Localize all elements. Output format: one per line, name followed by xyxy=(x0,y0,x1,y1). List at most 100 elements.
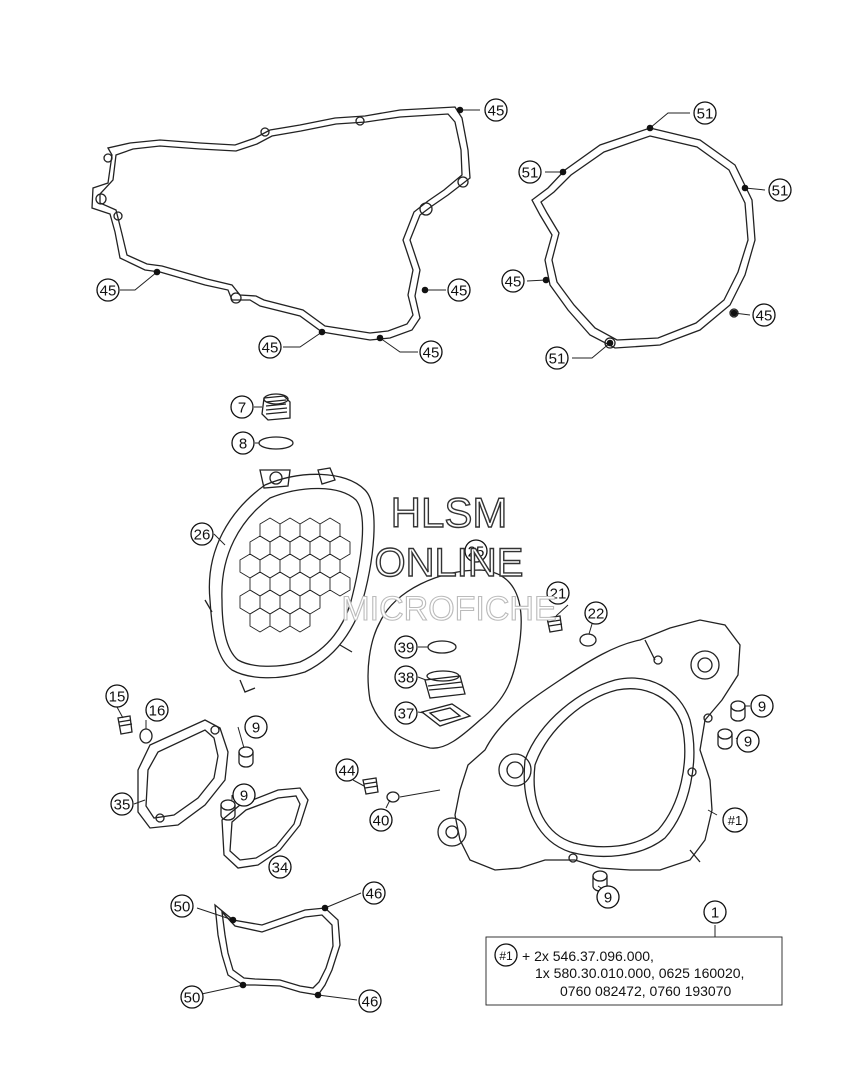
svg-text:9: 9 xyxy=(604,890,612,907)
svg-text:22: 22 xyxy=(588,606,605,623)
o-ring-8 xyxy=(258,436,294,450)
callout-9: 9 xyxy=(232,783,256,807)
callout-ref-1: #1 xyxy=(722,807,748,833)
callout-9: 9 xyxy=(244,715,268,739)
svg-text:9: 9 xyxy=(758,699,766,716)
svg-text:45: 45 xyxy=(262,340,279,357)
callout-9: 9 xyxy=(596,885,620,909)
svg-text:25: 25 xyxy=(468,544,485,561)
svg-text:15: 15 xyxy=(109,689,126,706)
callout-37: 37 xyxy=(394,701,418,725)
svg-text:26: 26 xyxy=(194,527,211,544)
svg-text:46: 46 xyxy=(366,886,383,903)
svg-text:51: 51 xyxy=(772,183,789,200)
note-line-3: 0760 082472, 0760 193070 xyxy=(560,983,731,999)
callout-22: 22 xyxy=(584,601,608,625)
plug-screw-21 xyxy=(546,615,563,633)
svg-text:#1: #1 xyxy=(499,949,513,963)
callout-15: 15 xyxy=(105,684,129,708)
screw-44 xyxy=(362,777,379,795)
svg-text:37: 37 xyxy=(398,706,415,723)
cover-honeycomb-pattern xyxy=(239,517,351,633)
washer-40 xyxy=(386,791,400,803)
note-line-2: 1x 580.30.010.000, 0625 160020, xyxy=(535,965,744,981)
assembly-note: #1 + 2x 546.37.096.000, 1x 580.30.010.00… xyxy=(494,943,744,999)
seal-38 xyxy=(424,670,466,699)
screw-15 xyxy=(117,715,133,735)
callout-45: 45 xyxy=(501,269,525,293)
callout-34: 34 xyxy=(268,855,292,879)
callout-38: 38 xyxy=(394,665,418,689)
svg-text:50: 50 xyxy=(174,899,191,916)
svg-text:44: 44 xyxy=(339,763,356,780)
callout-16: 16 xyxy=(145,698,169,722)
gasket-25-outer-cover xyxy=(367,569,522,749)
svg-text:8: 8 xyxy=(239,436,247,453)
callout-26: 26 xyxy=(190,522,214,546)
svg-text:35: 35 xyxy=(114,797,131,814)
callout-labels: 45 45 45 45 45 51 51 51 45 45 51 7 8 26 … xyxy=(96,98,792,1013)
svg-text:16: 16 xyxy=(149,703,166,720)
svg-text:51: 51 xyxy=(697,106,714,123)
callout-51: 51 xyxy=(518,160,542,184)
callout-dots xyxy=(153,106,749,999)
callout-35: 35 xyxy=(110,792,134,816)
gasket-34-water-pump xyxy=(221,787,309,869)
dowel-pin-9 xyxy=(238,746,254,768)
svg-text:45: 45 xyxy=(488,103,505,120)
svg-text:51: 51 xyxy=(549,351,566,368)
svg-text:45: 45 xyxy=(505,274,522,291)
callout-21: 21 xyxy=(546,581,570,605)
o-ring-39 xyxy=(427,640,457,654)
callout-45: 45 xyxy=(484,98,508,122)
svg-text:40: 40 xyxy=(373,813,390,830)
leader-lines xyxy=(116,109,766,1001)
callout-45: 45 xyxy=(96,278,120,302)
svg-text:38: 38 xyxy=(398,670,415,687)
svg-text:MICROFICHE: MICROFICHE xyxy=(341,590,556,628)
svg-text:51: 51 xyxy=(522,165,539,182)
oil-filler-plug-7 xyxy=(261,393,291,421)
washer-22 xyxy=(579,633,597,647)
outer-clutch-cover-26 xyxy=(204,467,375,693)
svg-text:#1: #1 xyxy=(728,813,742,828)
svg-text:7: 7 xyxy=(238,400,246,417)
callout-25: 25 xyxy=(464,539,488,563)
gasket-45-crankcase xyxy=(91,106,471,341)
svg-text:9: 9 xyxy=(744,734,752,751)
callout-40: 40 xyxy=(369,808,393,832)
callout-44: 44 xyxy=(335,758,359,782)
svg-text:50: 50 xyxy=(184,990,201,1007)
dowel-pin-9 xyxy=(717,728,733,750)
water-pump-cover-35 xyxy=(137,719,229,829)
note-ref-badge: #1 xyxy=(494,943,518,967)
callout-46: 46 xyxy=(362,881,386,905)
dowel-pin-9 xyxy=(730,700,746,722)
svg-text:ONLINE: ONLINE xyxy=(375,541,524,585)
svg-text:45: 45 xyxy=(451,283,468,300)
callout-45: 45 xyxy=(258,335,282,359)
svg-text:9: 9 xyxy=(240,788,248,805)
svg-text:46: 46 xyxy=(362,994,379,1011)
svg-text:34: 34 xyxy=(272,860,289,877)
gasket-51-clutch-cover xyxy=(531,127,756,349)
callout-50: 50 xyxy=(170,894,194,918)
callout-51: 51 xyxy=(545,346,569,370)
callout-8: 8 xyxy=(231,431,255,455)
note-line-1: + 2x 546.37.096.000, xyxy=(522,948,654,964)
callout-7: 7 xyxy=(230,395,254,419)
clutch-cover-1 xyxy=(437,619,741,871)
callout-9: 9 xyxy=(750,694,774,718)
svg-text:1: 1 xyxy=(711,905,719,922)
assembly-note-box xyxy=(485,936,783,1006)
svg-text:45: 45 xyxy=(756,308,773,325)
svg-text:9: 9 xyxy=(252,720,260,737)
callout-39: 39 xyxy=(394,635,418,659)
callout-50: 50 xyxy=(180,985,204,1009)
callout-45: 45 xyxy=(752,303,776,327)
svg-text:45: 45 xyxy=(100,283,117,300)
callout-46: 46 xyxy=(358,989,382,1013)
svg-text:39: 39 xyxy=(398,640,415,657)
callout-1: 1 xyxy=(703,900,727,924)
svg-text:21: 21 xyxy=(550,586,567,603)
